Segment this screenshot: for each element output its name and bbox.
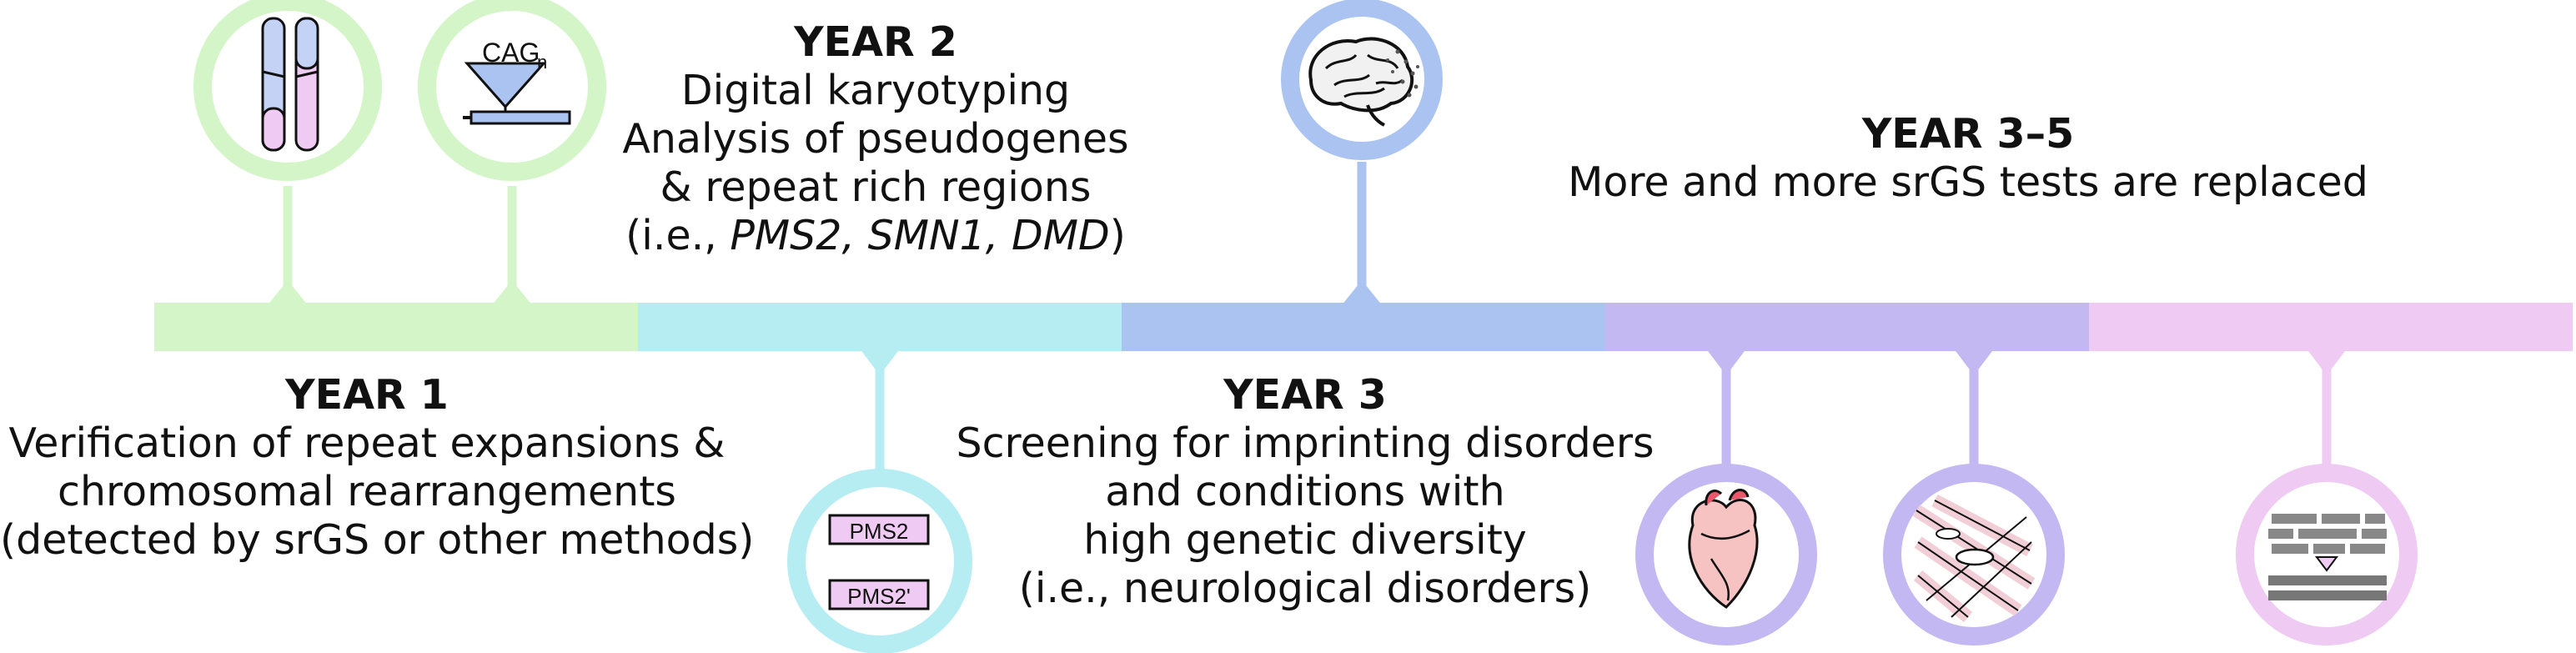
year3-line2: and conditions with (1105, 468, 1505, 515)
brain-icon (1308, 37, 1419, 127)
pin-pseudogene: PMS2 PMS2' (787, 348, 972, 653)
cag-subscript: n (537, 52, 547, 73)
year2-line4-suffix: ) (1109, 212, 1126, 259)
year2-line3: & repeat rich regions (660, 163, 1092, 211)
timeline-segment-year1 (154, 303, 638, 351)
cag-repeat-icon: CAG n (463, 38, 571, 125)
pms2-label: PMS2 (850, 519, 909, 544)
pin-tissue (1883, 348, 2065, 645)
year2-heading: YEAR 2 (794, 18, 957, 66)
year1-line3: (detected by srGS or other methods) (0, 516, 755, 564)
year2-line4-prefix: (i.e., (625, 212, 731, 259)
year1-heading: YEAR 1 (285, 371, 449, 419)
tissue-icon (1912, 494, 2036, 623)
year35-line1: More and more srGS tests are replaced (1568, 158, 2368, 206)
timeline-segment-year35-a (1605, 303, 2089, 351)
year3-heading: YEAR 3 (1223, 371, 1387, 419)
year35-text: YEAR 3–5 More and more srGS tests are re… (1534, 110, 2402, 207)
year1-line1: Verification of repeat expansions & (8, 419, 726, 467)
pin-cag-repeat: CAG n (418, 0, 606, 306)
pseudogene-icon: PMS2 PMS2' (828, 514, 930, 610)
timeline-segment-year3 (1122, 303, 1605, 351)
cag-label: CAG (482, 38, 540, 68)
year3-line3: high genetic diversity (1083, 516, 1527, 564)
pin-brain (1281, 0, 1443, 306)
year3-line1: Screening for imprinting disorders (956, 419, 1655, 467)
heart-icon (1688, 489, 1759, 609)
year1-line2: chromosomal rearrangements (58, 468, 676, 515)
sequence-reads-icon (2268, 514, 2387, 600)
year35-heading: YEAR 3–5 (1861, 110, 2075, 158)
year3-line4: (i.e., neurological disorders) (1018, 565, 1592, 612)
year2-text: YEAR 2 Digital karyotyping Analysis of p… (567, 18, 1184, 260)
chromosome-rearrangement-icon (261, 17, 319, 152)
timeline-segment-year35-b (2089, 303, 2573, 351)
year2-genes: PMS2, SMN1, DMD (730, 212, 1110, 259)
timeline-segment-year2 (638, 303, 1122, 351)
year1-text: YEAR 1 Verification of repeat expansions… (0, 371, 755, 565)
pin-heart (1635, 348, 1817, 645)
pin-chromosomes (193, 0, 382, 306)
timeline-bar (154, 303, 2573, 351)
year3-text: YEAR 3 Screening for imprinting disorder… (938, 371, 1672, 613)
year2-line2: Analysis of pseudogenes (622, 115, 1129, 163)
pin-sequence-reads (2236, 348, 2418, 645)
year2-line1: Digital karyotyping (680, 67, 1071, 114)
year2-line4: (i.e., PMS2, SMN1, DMD) (567, 212, 1184, 260)
pms2-pseudogene-label: PMS2' (847, 584, 911, 609)
